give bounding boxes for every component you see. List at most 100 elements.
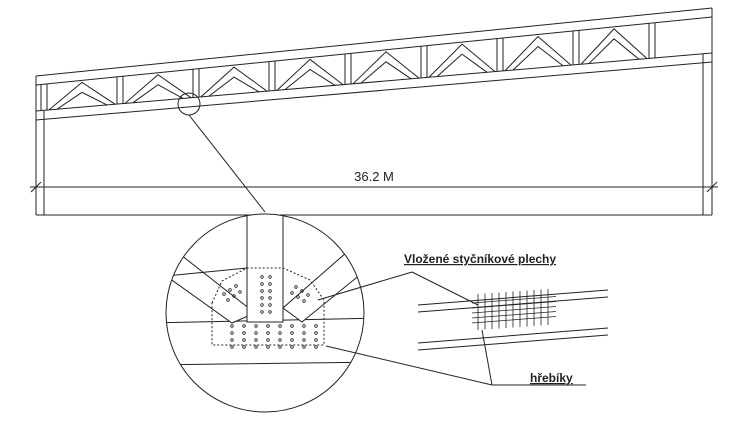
nail-hole <box>278 331 282 335</box>
nail-hole <box>260 289 264 293</box>
nail-hole <box>268 275 272 279</box>
nail-hole <box>266 324 270 328</box>
nail-hole <box>242 345 246 349</box>
web-diagonal <box>132 84 184 104</box>
nail-hole <box>242 324 246 328</box>
nail-hole <box>266 345 270 349</box>
nail-hole <box>268 296 272 300</box>
web-diagonal <box>504 35 572 72</box>
nail-hole <box>278 345 282 349</box>
nail-hole <box>290 291 294 295</box>
nail-hole <box>242 338 246 342</box>
nail-hole <box>254 324 258 328</box>
dimension-tick-left <box>30 181 42 193</box>
web-diagonal <box>56 91 108 110</box>
plate-grid <box>471 289 557 330</box>
detail-stub-line <box>166 267 248 277</box>
web-diagonal <box>352 51 420 85</box>
plate-grid-line <box>471 311 557 319</box>
dimension-label: 36.2 M <box>354 169 394 184</box>
nail-hole <box>232 294 236 298</box>
nail-hole <box>294 285 298 289</box>
nail-hole <box>230 324 234 328</box>
nail-hole <box>296 295 300 299</box>
web-diagonal <box>48 81 116 111</box>
web-diagonal <box>360 61 412 84</box>
nail-hole <box>266 331 270 335</box>
web-diagonal <box>580 28 648 65</box>
gusset-plate <box>211 267 325 346</box>
nail-hole <box>302 324 306 328</box>
plate-grid-line <box>471 306 557 314</box>
nail-hole <box>260 310 264 314</box>
nail-hole <box>302 338 306 342</box>
web-diagonal <box>200 66 268 98</box>
nails-leader-2 <box>481 329 493 386</box>
nail-hole <box>302 345 306 349</box>
nail-hole <box>226 298 230 302</box>
nail-hole <box>278 324 282 328</box>
side-section <box>417 289 609 351</box>
nail-hole <box>314 331 318 335</box>
detail-leader <box>188 114 266 213</box>
web-diagonal <box>124 74 192 104</box>
nail-hole <box>230 345 234 349</box>
nail-hole <box>278 338 282 342</box>
section-line-3 <box>417 327 609 344</box>
nail-hole <box>242 331 246 335</box>
plates-leader-1 <box>317 271 413 301</box>
detail-vertical <box>246 214 284 323</box>
nail-hole <box>314 324 318 328</box>
detail-circle <box>165 213 365 413</box>
plate-grid-line <box>471 316 557 324</box>
top-chord-upper <box>35 7 713 77</box>
dimension-tick-right <box>706 181 718 193</box>
web-diagonal <box>276 58 344 91</box>
nail-hole <box>290 345 294 349</box>
top-chord-lower <box>35 16 713 86</box>
nail-hole <box>302 299 306 303</box>
nail-hole <box>254 331 258 335</box>
nail-hole <box>268 289 272 293</box>
bottom-chord-upper <box>35 52 713 112</box>
nail-hole <box>260 303 264 307</box>
nail-hole <box>268 282 272 286</box>
web-diagonal <box>588 38 640 64</box>
nails-label: hřebíky <box>530 371 573 385</box>
web-diagonal <box>436 53 488 77</box>
truss-elevation <box>30 7 718 216</box>
nail-hole <box>290 331 294 335</box>
nail-hole <box>290 324 294 328</box>
web-diagonal <box>512 45 564 71</box>
nails-leader-1 <box>325 345 493 386</box>
nail-hole <box>254 345 258 349</box>
nail-hole <box>222 292 226 296</box>
truss-web <box>40 22 656 111</box>
nail-hole <box>260 275 264 279</box>
nail-hole <box>238 290 242 294</box>
detail-chord <box>166 317 364 366</box>
bottom-chord-lower <box>35 61 713 121</box>
nail-hole <box>260 296 264 300</box>
nail-hole <box>314 338 318 342</box>
nail-hole <box>302 331 306 335</box>
nail-hole <box>228 288 232 292</box>
nail-hole <box>230 338 234 342</box>
nail-hole <box>306 293 310 297</box>
nail-hole <box>314 345 318 349</box>
plate-grid-line <box>471 296 557 304</box>
nail-hole <box>254 338 258 342</box>
section-line-4 <box>417 334 609 351</box>
web-diagonal <box>428 43 496 78</box>
nail-hole <box>234 284 238 288</box>
plate-grid-line <box>471 301 557 309</box>
nail-hole <box>266 338 270 342</box>
detail-right-diagonal <box>282 244 364 323</box>
joint-detail <box>166 214 364 366</box>
web-diagonal <box>208 76 260 97</box>
nail-holes <box>222 275 318 349</box>
nail-hole <box>260 282 264 286</box>
nail-hole <box>230 331 234 335</box>
plates-leader-2 <box>411 271 479 306</box>
